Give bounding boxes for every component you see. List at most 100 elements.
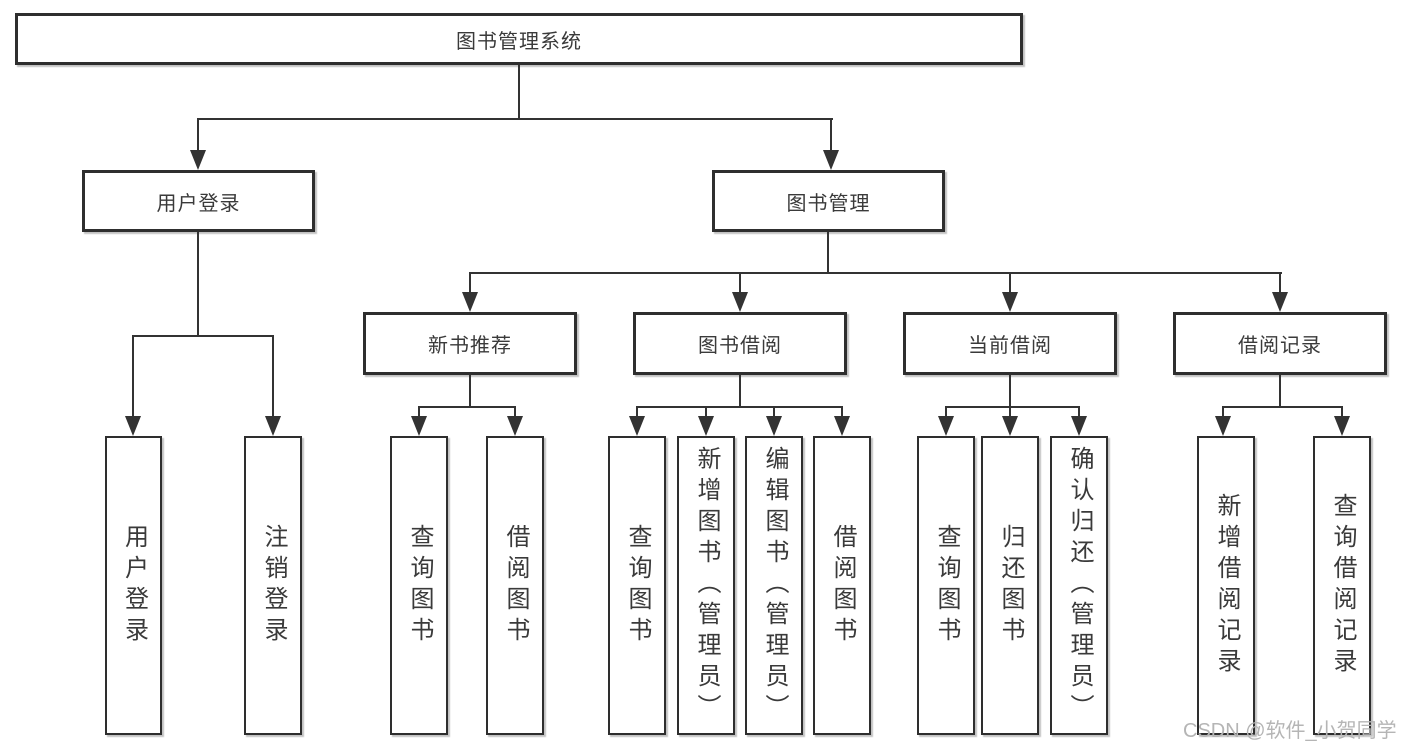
- arrow-head-icon: [1002, 416, 1018, 436]
- connector-book-management-stem: [827, 232, 829, 274]
- leaf-user-login-label: 用户登录: [120, 523, 148, 648]
- node-book-management: 图书管理: [712, 170, 945, 232]
- leaf-borrow-query-books-label: 查询图书: [624, 523, 651, 648]
- arrow-shaft: [773, 406, 775, 416]
- arrow-head-icon: [938, 416, 954, 436]
- arrow-shaft: [469, 272, 471, 292]
- node-book-borrow-label: 图书借阅: [698, 335, 782, 357]
- node-book-management-label: 图书管理: [786, 192, 871, 215]
- connector-borrow-records-stem: [1279, 375, 1281, 408]
- arrow-head-icon: [766, 416, 782, 436]
- connector-user-login-stem: [197, 232, 199, 337]
- node-library-system-label: 图书管理系统: [456, 30, 582, 53]
- arrow-shaft: [739, 272, 741, 292]
- arrow-leaf: [1002, 406, 1018, 436]
- arrow-leaf: [766, 406, 782, 436]
- node-current-borrow: 当前借阅: [903, 312, 1117, 375]
- leaf-user-login: 用户登录: [105, 436, 162, 735]
- connector-book-borrow-stem: [739, 375, 741, 408]
- connector-new-book-recommend-crossbar: [418, 406, 516, 408]
- arrow-to-new-book-recommend: [462, 272, 478, 312]
- arrow-head-icon: [125, 416, 141, 436]
- arrow-head-icon: [507, 416, 523, 436]
- leaf-confirm-return-admin-label: 确认归还（管理员）: [1066, 446, 1093, 725]
- arrow-leaf: [507, 406, 523, 436]
- connector-root-stem: [518, 65, 520, 120]
- arrow-head-icon: [190, 150, 206, 170]
- arrow-leaf: [1071, 406, 1087, 436]
- node-book-borrow: 图书借阅: [633, 312, 847, 375]
- leaf-current-query-books-label: 查询图书: [933, 523, 960, 648]
- connector-new-book-recommend-stem: [469, 375, 471, 408]
- connector-book-borrow-crossbar: [636, 406, 843, 408]
- arrow-to-leaf-user-login: [125, 335, 141, 436]
- leaf-logout: 注销登录: [244, 436, 302, 735]
- leaf-edit-books-admin-label: 编辑图书（管理员）: [761, 446, 788, 725]
- leaf-borrow-query-books: 查询图书: [608, 436, 666, 735]
- arrow-leaf: [834, 406, 850, 436]
- connector-user-login-crossbar: [132, 335, 274, 337]
- csdn-watermark: CSDN @软件_小贺同学: [1183, 720, 1397, 742]
- arrow-shaft: [1341, 406, 1343, 416]
- arrow-head-icon: [629, 416, 645, 436]
- leaf-recommend-borrow-books-label: 借阅图书: [502, 523, 529, 648]
- arrow-to-book-borrow: [732, 272, 748, 312]
- node-user-login: 用户登录: [82, 170, 315, 232]
- leaf-add-books-admin-label: 新增图书（管理员）: [693, 446, 720, 725]
- leaf-add-borrow-record: 新增借阅记录: [1197, 436, 1255, 735]
- arrow-head-icon: [1334, 416, 1350, 436]
- arrow-head-icon: [1272, 292, 1288, 312]
- arrow-shaft: [418, 406, 420, 416]
- arrow-head-icon: [732, 292, 748, 312]
- leaf-recommend-query-books-label: 查询图书: [406, 523, 433, 648]
- leaf-return-books: 归还图书: [981, 436, 1039, 735]
- connector-current-borrow-stem: [1009, 375, 1011, 408]
- arrow-head-icon: [1002, 292, 1018, 312]
- node-new-book-recommend-label: 新书推荐: [428, 335, 512, 357]
- arrow-leaf: [411, 406, 427, 436]
- arrow-head-icon: [1071, 416, 1087, 436]
- leaf-query-borrow-record: 查询借阅记录: [1313, 436, 1371, 735]
- leaf-logout-label: 注销登录: [260, 523, 287, 648]
- arrow-shaft: [1078, 406, 1080, 416]
- arrow-shaft: [514, 406, 516, 416]
- connector-borrow-records-crossbar: [1222, 406, 1343, 408]
- arrow-shaft: [132, 335, 134, 416]
- node-borrow-records: 借阅记录: [1173, 312, 1387, 375]
- node-library-system: 图书管理系统: [15, 13, 1023, 65]
- leaf-current-query-books: 查询图书: [917, 436, 975, 735]
- leaf-return-books-label: 归还图书: [997, 523, 1024, 648]
- node-user-login-label: 用户登录: [156, 192, 241, 215]
- connector-current-borrow-crossbar: [945, 406, 1080, 408]
- arrow-shaft: [830, 118, 832, 150]
- leaf-recommend-query-books: 查询图书: [390, 436, 448, 735]
- leaf-borrow-books-label: 借阅图书: [829, 523, 856, 648]
- connector-book-management-crossbar: [469, 272, 1282, 274]
- arrow-shaft: [1222, 406, 1224, 416]
- arrow-shaft: [1279, 272, 1281, 292]
- node-current-borrow-label: 当前借阅: [968, 335, 1052, 357]
- arrow-leaf: [698, 406, 714, 436]
- arrow-head-icon: [823, 150, 839, 170]
- arrow-to-user-login: [190, 118, 206, 170]
- node-new-book-recommend: 新书推荐: [363, 312, 577, 375]
- node-borrow-records-label: 借阅记录: [1238, 335, 1322, 357]
- arrow-head-icon: [411, 416, 427, 436]
- arrow-to-borrow-records: [1272, 272, 1288, 312]
- connector-root-crossbar: [197, 118, 833, 120]
- arrow-shaft: [197, 118, 199, 150]
- arrow-shaft: [705, 406, 707, 416]
- arrow-to-leaf-logout: [265, 335, 281, 436]
- leaf-add-books-admin: 新增图书（管理员）: [677, 436, 735, 735]
- leaf-confirm-return-admin: 确认归还（管理员）: [1050, 436, 1108, 735]
- arrow-to-current-borrow: [1002, 272, 1018, 312]
- arrow-shaft: [841, 406, 843, 416]
- arrow-leaf: [629, 406, 645, 436]
- arrow-shaft: [1009, 272, 1011, 292]
- arrow-head-icon: [1215, 416, 1231, 436]
- arrow-to-book-management: [823, 118, 839, 170]
- leaf-borrow-books: 借阅图书: [813, 436, 871, 735]
- arrow-shaft: [945, 406, 947, 416]
- leaf-add-borrow-record-label: 新增借阅记录: [1213, 492, 1240, 679]
